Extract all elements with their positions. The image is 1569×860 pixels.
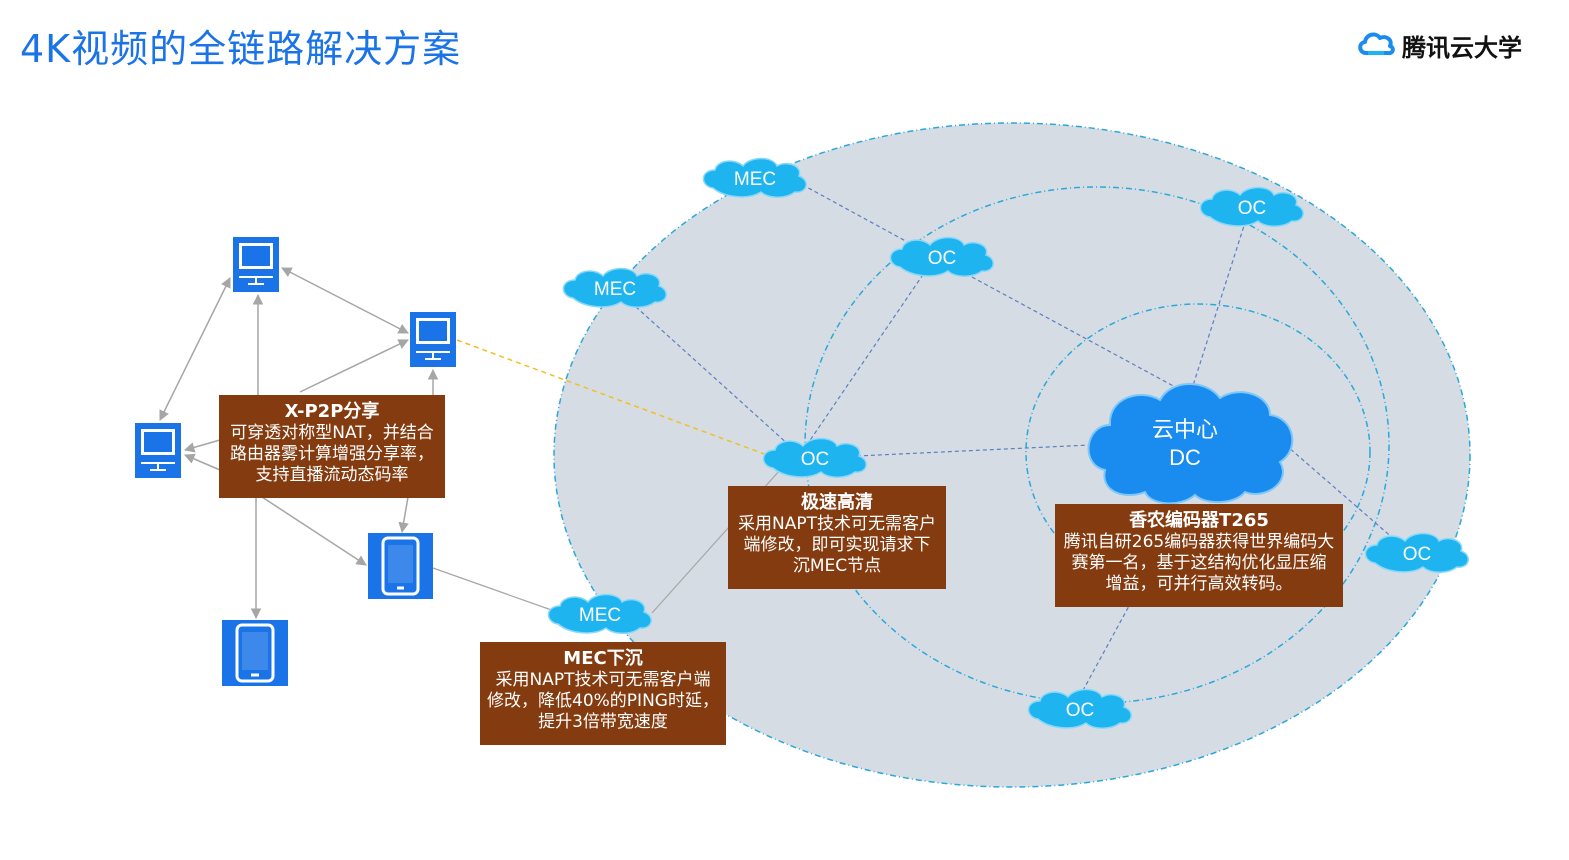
xp2p-line: 可穿透对称型NAT，并结合 — [230, 423, 434, 443]
oc-cloud-label: OC — [928, 248, 957, 269]
oc-cloud-icon — [1027, 688, 1132, 729]
logo-text: 腾讯云大学 — [1402, 33, 1522, 62]
jisu-line: 沉MEC节点 — [792, 556, 882, 576]
jisu-box: 极速高清 采用NAPT技术可无需客户 端修改，即可实现请求下 沉MEC节点 — [728, 486, 946, 589]
dc-cloud-icon — [1087, 383, 1294, 505]
monitor-icon — [135, 423, 181, 478]
mec-down-box: MEC下沉 采用NAPT技术可无需客户端 修改，降低40%的PING时延， 提升… — [480, 642, 726, 745]
oc-cloud-label: OC — [1238, 198, 1267, 219]
mec-cloud-label: MEC — [579, 605, 621, 626]
xiangnong-line: 增益，可并行高效转码。 — [1105, 574, 1293, 594]
oc-cloud-label: OC — [1403, 544, 1432, 565]
logo: 腾讯云大学 — [1356, 29, 1522, 62]
outer-network-ellipse — [553, 122, 1471, 788]
oc-cloud-icon — [1199, 186, 1304, 227]
jisu-line: 端修改，即可实现请求下 — [743, 535, 931, 555]
oc-cloud-icon — [762, 437, 867, 478]
phone-icon — [222, 620, 288, 686]
mec-cloud-icon — [562, 267, 667, 308]
monitor-icon — [233, 237, 279, 292]
xp2p-line: 支持直播流动态码率 — [255, 465, 409, 485]
page-title: 4K视频的全链路解决方案 — [20, 27, 462, 71]
xiangnong-box: 香农编码器T265 腾讯自研265编码器获得世界编码大 赛第一名，基于这结构优化… — [1055, 504, 1343, 607]
oc-cloud-label: OC — [1066, 700, 1095, 721]
mec-down-line: 修改，降低40%的PING时延， — [487, 691, 719, 711]
phone-icon — [368, 533, 433, 599]
mec-cloud-icon — [547, 593, 652, 634]
p2p-arrows — [159, 267, 439, 620]
network-links — [614, 177, 1411, 706]
mec-down-line: 提升3倍带宽速度 — [538, 712, 668, 732]
mec-down-title: MEC下沉 — [563, 648, 643, 669]
oc-cloud-icon — [889, 236, 994, 277]
mec-cloud-icon — [702, 157, 807, 198]
p2p-link — [456, 339, 776, 459]
xp2p-box: X-P2P分享 可穿透对称型NAT，并结合 路由器雾计算增强分享率， 支持直播流… — [219, 395, 445, 498]
jisu-line: 采用NAPT技术可无需客户 — [738, 514, 936, 534]
oc-cloud-label: OC — [801, 449, 830, 470]
mec-cloud-label: MEC — [734, 169, 776, 190]
xp2p-line: 路由器雾计算增强分享率， — [230, 444, 434, 464]
dc-label-line1: 云中心 — [1152, 417, 1218, 442]
xiangnong-line: 赛第一名，基于这结构优化显压缩 — [1071, 553, 1327, 573]
mec-cloud-label: MEC — [594, 279, 636, 300]
mec-down-line: 采用NAPT技术可无需客户端 — [495, 670, 711, 690]
dc-label-line2: DC — [1169, 445, 1201, 470]
cloud-logo-icon — [1356, 29, 1396, 61]
xp2p-title: X-P2P分享 — [284, 401, 380, 422]
xiangnong-line: 腾讯自研265编码器获得世界编码大 — [1063, 532, 1335, 552]
oc-cloud-icon — [1364, 532, 1469, 573]
xiangnong-title: 香农编码器T265 — [1129, 510, 1269, 531]
monitor-icon — [410, 312, 456, 367]
jisu-title: 极速高清 — [801, 492, 873, 513]
